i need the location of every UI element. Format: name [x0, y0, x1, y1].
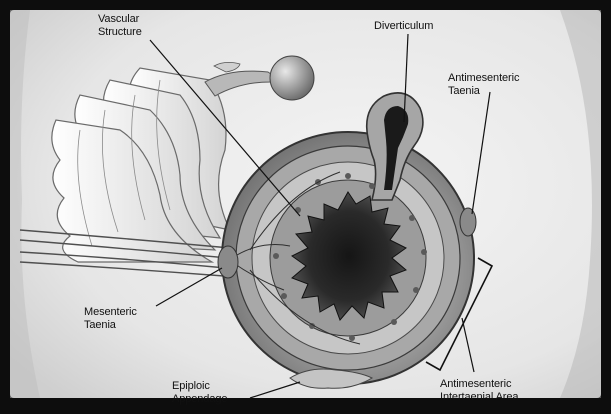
antimesenteric-taenia-band [460, 208, 476, 236]
label-diverticulum-text: Diverticulum [374, 20, 433, 33]
top-balloon [270, 56, 314, 100]
label-vascular-structure: Vascular Structure [98, 13, 142, 39]
label-mesenteric-taenia: Mesenteric Taenia [84, 306, 137, 332]
label-epiploic-line-1: Epiploic [172, 380, 227, 393]
label-mesenteric-taenia-line-1: Mesenteric [84, 306, 137, 319]
label-mesenteric-taenia-line-2: Taenia [84, 319, 137, 332]
label-intertaenial-line-1: Antimesenteric [440, 378, 518, 391]
label-epiploic-appendage: Epiploic Appendage [172, 380, 227, 406]
label-antimesenteric-taenia-line-2: Taenia [448, 85, 519, 98]
label-epiploic-line-2: Appendage [172, 393, 227, 406]
label-antimesenteric-taenia: Antimesenteric Taenia [448, 72, 519, 98]
mesentery-folds [52, 68, 230, 262]
label-diverticulum: Diverticulum [374, 20, 433, 33]
mesenteric-taenia-band [218, 246, 238, 278]
label-vascular-line-1: Vascular [98, 13, 142, 26]
label-antimesenteric-taenia-line-1: Antimesenteric [448, 72, 519, 85]
label-intertaenial-line-2: Intertaenial Area [440, 391, 518, 404]
label-antimesenteric-intertaenial-area: Antimesenteric Intertaenial Area [440, 378, 518, 404]
label-vascular-line-2: Structure [98, 26, 142, 39]
